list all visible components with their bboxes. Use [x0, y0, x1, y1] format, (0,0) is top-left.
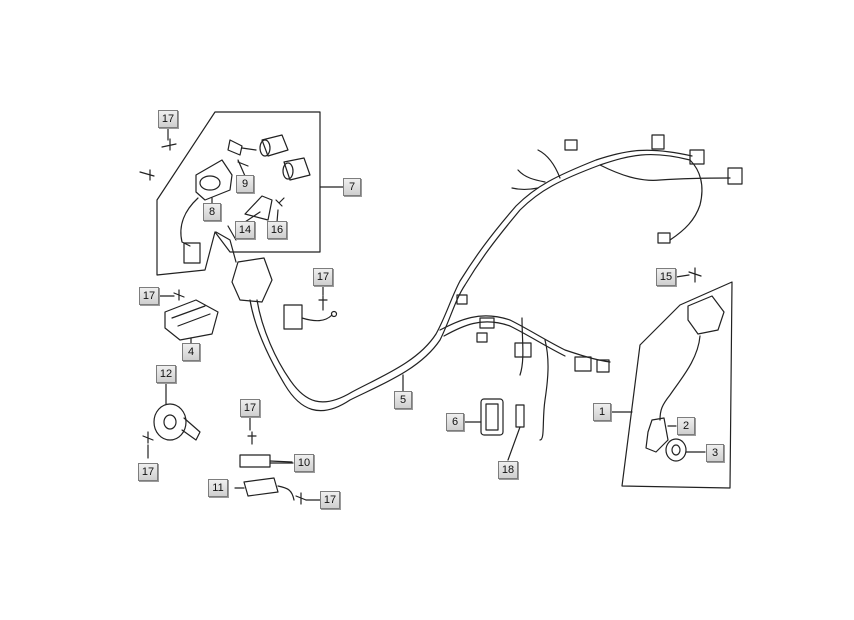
- handlebar-switch: [215, 225, 273, 303]
- harness-connector: [689, 149, 705, 165]
- spark-plug-cap: [645, 417, 669, 453]
- callout-12: 12: [156, 365, 176, 383]
- plug-cap-seal: [665, 438, 687, 462]
- lock-cylinder: [259, 134, 289, 157]
- harness-connector: [564, 139, 578, 151]
- leader-9: [237, 159, 246, 177]
- main-wiring-harness: [249, 149, 731, 441]
- harness-connector: [651, 134, 665, 150]
- relay-bracket: [243, 477, 295, 501]
- callout-17-flasher: 17: [240, 399, 260, 417]
- callout-8: 8: [203, 203, 221, 221]
- callout-17-regulator: 17: [139, 287, 159, 305]
- callout-17-relay: 17: [313, 268, 333, 286]
- leader-18: [507, 426, 521, 461]
- harness-connector: [657, 232, 671, 244]
- starter-relay: [283, 304, 338, 330]
- leader-14: [244, 211, 261, 223]
- harness-connector: [456, 294, 468, 305]
- regulator-rectifier: [164, 299, 219, 341]
- callout-17-bracket: 17: [320, 491, 340, 509]
- harness-connector: [596, 359, 610, 373]
- callout-17-horn: 17: [138, 463, 158, 481]
- callout-16: 16: [267, 221, 287, 239]
- callout-15: 15: [656, 268, 676, 286]
- harness-connector: [514, 342, 532, 358]
- small-bolt: [275, 197, 285, 207]
- leader-16: [276, 209, 279, 223]
- callout-2: 2: [677, 417, 695, 435]
- callout-9: 9: [236, 175, 254, 193]
- fuse-box: [480, 398, 504, 436]
- ignition-coil: [659, 295, 725, 421]
- callout-6: 6: [446, 413, 464, 431]
- callout-11: 11: [208, 479, 228, 497]
- callout-17-top: 17: [158, 110, 178, 128]
- callout-4: 4: [182, 343, 200, 361]
- callout-14: 14: [235, 221, 255, 239]
- harness-connector: [476, 332, 488, 343]
- screw: [173, 289, 185, 301]
- ignition-keys: [227, 139, 257, 167]
- screw: [139, 169, 155, 181]
- harness-connector: [479, 317, 495, 329]
- horn: [153, 403, 201, 441]
- fuse: [515, 404, 525, 428]
- screw: [142, 431, 154, 444]
- callout-7: 7: [343, 178, 361, 196]
- screw: [295, 492, 307, 505]
- callout-1: 1: [593, 403, 611, 421]
- harness-connector: [574, 356, 592, 372]
- callout-3: 3: [706, 444, 724, 462]
- screw: [247, 431, 257, 445]
- leader-15: [675, 274, 690, 278]
- screw: [688, 267, 702, 283]
- callout-18: 18: [498, 461, 518, 479]
- ignition-switch: [180, 159, 233, 264]
- mounting-bracket: [244, 195, 273, 221]
- callout-10: 10: [294, 454, 314, 472]
- lock-cylinder: [282, 157, 311, 181]
- callout-5: 5: [394, 391, 412, 409]
- group-box-ignition: [156, 111, 321, 276]
- screw: [318, 295, 328, 311]
- flasher-relay: [239, 454, 293, 468]
- screw: [161, 138, 177, 151]
- harness-connector: [727, 167, 743, 185]
- group-box-ht-lead: [621, 281, 733, 489]
